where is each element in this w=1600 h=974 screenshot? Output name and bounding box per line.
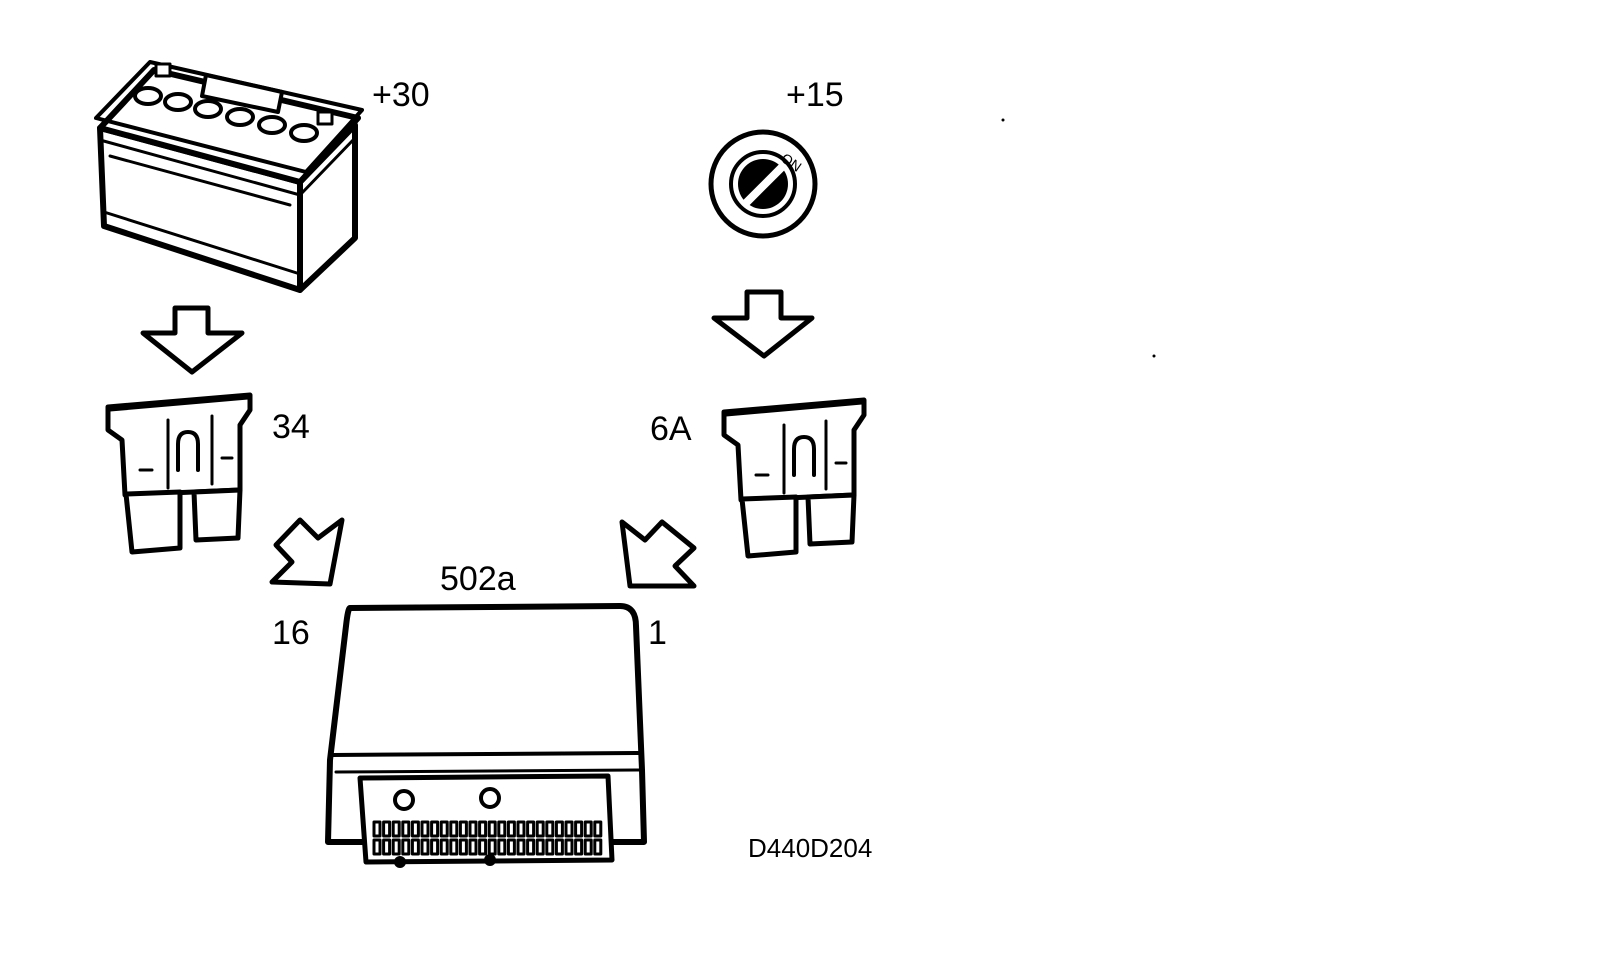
connector-pin: [564, 838, 574, 856]
connector-pin: [449, 838, 459, 856]
connector-pin: [574, 820, 584, 838]
connector-pin: [391, 838, 401, 856]
connector-pin: [420, 838, 430, 856]
arrow-diagonal-icon: [269, 517, 345, 587]
ignition-terminal-label: +15: [786, 76, 844, 114]
connector-pin: [497, 838, 507, 856]
connector-pin: [391, 820, 401, 838]
ignition-switch-icon: ON: [708, 129, 818, 239]
connector-pin: [478, 838, 488, 856]
connector-pin: [401, 820, 411, 838]
connector-pin: [554, 838, 564, 856]
fuse-icon: [721, 397, 867, 559]
connector-pin: [382, 838, 392, 856]
connector-pin: [487, 838, 497, 856]
connector-pin: [439, 838, 449, 856]
connector-pin: [583, 838, 593, 856]
arrow-down-icon: [711, 289, 815, 359]
connector-pin: [545, 820, 555, 838]
connector-pin: [574, 838, 584, 856]
connector-pin: [564, 820, 574, 838]
connector-pin: [583, 820, 593, 838]
connector-pin: [516, 838, 526, 856]
connector-pin: [449, 820, 459, 838]
connector-pin: [554, 820, 564, 838]
connector-pin: [458, 838, 468, 856]
connector-pin: [478, 820, 488, 838]
figure-code: D440D204: [748, 833, 872, 863]
ecu-label: 502a: [440, 560, 516, 598]
connector-pin: [545, 838, 555, 856]
battery-icon: [94, 60, 364, 293]
connector-pin: [372, 838, 382, 856]
connector-pin: [382, 820, 392, 838]
battery-terminal-label: +30: [372, 76, 430, 114]
connector-pin: [593, 838, 603, 856]
control-unit-icon: [325, 603, 647, 868]
connector-pin: [468, 838, 478, 856]
connector-pin: [506, 838, 516, 856]
connector-pin: [439, 820, 449, 838]
connector-pin: [535, 820, 545, 838]
connector-pin: [468, 820, 478, 838]
connector-pin: [516, 820, 526, 838]
connector-pin: [410, 838, 420, 856]
connector-pin: [487, 820, 497, 838]
connector-pin: [506, 820, 516, 838]
arrow-down-icon: [140, 305, 245, 375]
connector-pin: [526, 838, 536, 856]
connector-pin: [497, 820, 507, 838]
connector-pin: [430, 820, 440, 838]
fuse-right-label: 6A: [650, 410, 692, 448]
connector-pin: [410, 820, 420, 838]
pin-right-label: 1: [648, 614, 667, 652]
connector-pin: [372, 820, 382, 838]
connector-pin: [430, 838, 440, 856]
connector-pin: [420, 820, 430, 838]
connector-pin: [458, 820, 468, 838]
pin-left-label: 16: [272, 614, 310, 652]
connector-pin: [526, 820, 536, 838]
connector-pin: [401, 838, 411, 856]
connector-pin: [535, 838, 545, 856]
arrow-diagonal-icon: [619, 519, 697, 589]
fuse-icon: [105, 392, 253, 555]
connector-pin: [593, 820, 603, 838]
fuse-left-label: 34: [272, 408, 310, 446]
